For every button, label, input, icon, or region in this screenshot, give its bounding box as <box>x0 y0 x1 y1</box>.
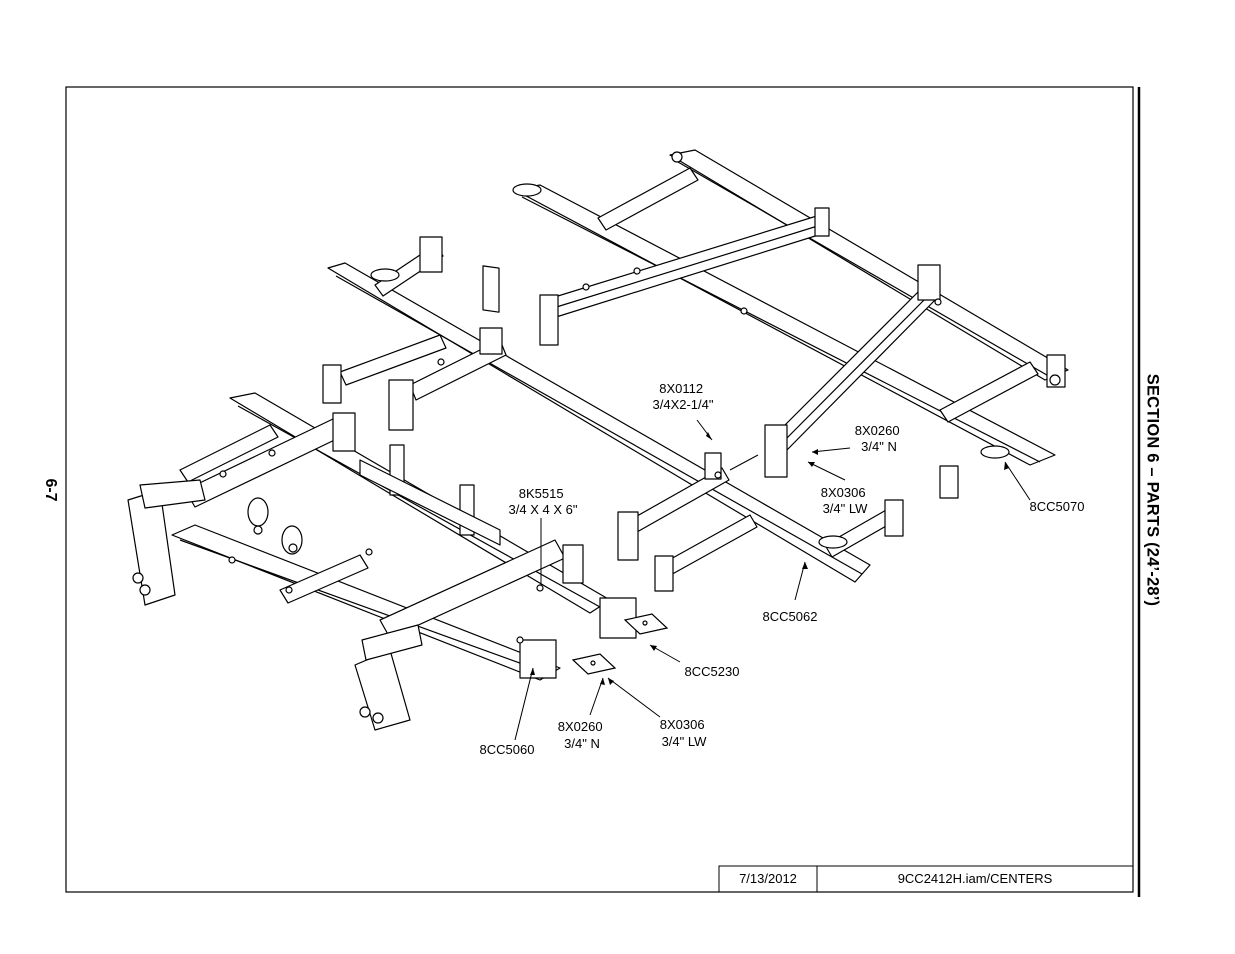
callout-8cc5230: 8CC5230 <box>685 664 740 679</box>
page-number: 6-7 <box>42 478 59 502</box>
callout-8x0112: 8X0112 3/4X2-1/4" <box>653 381 714 412</box>
drawing-border <box>65 86 1134 893</box>
callout-8k5515: 8K5515 3/4 X 4 X 6" <box>509 486 578 517</box>
plate-8cc5230 <box>571 613 669 675</box>
leader-arrowheads <box>530 432 1009 685</box>
callout-8x0260-bottom: 8X0260 3/4" N <box>558 719 606 751</box>
title-block-date: 7/13/2012 <box>739 871 797 886</box>
section-title: SECTION 6 – PARTS (24’-28’) <box>1143 373 1162 607</box>
callout-8cc5060: 8CC5060 <box>480 742 535 757</box>
title-block-drawing-file: 9CC2412H.iam/CENTERS <box>897 871 1053 886</box>
title-block <box>718 865 1134 893</box>
callout-8x0306-right: 8X0306 3/4" LW <box>821 485 869 516</box>
callout-8cc5062: 8CC5062 <box>763 609 818 624</box>
frame-8cc5060 <box>127 392 637 731</box>
callout-8x0306-bottom: 8X0306 3/4" LW <box>660 717 708 749</box>
callout-8cc5070: 8CC5070 <box>1030 499 1085 514</box>
callout-8x0260-right: 8X0260 3/4" N <box>855 423 903 454</box>
frame-8cc5062 <box>322 236 904 592</box>
frame-8cc5070 <box>482 149 1069 499</box>
